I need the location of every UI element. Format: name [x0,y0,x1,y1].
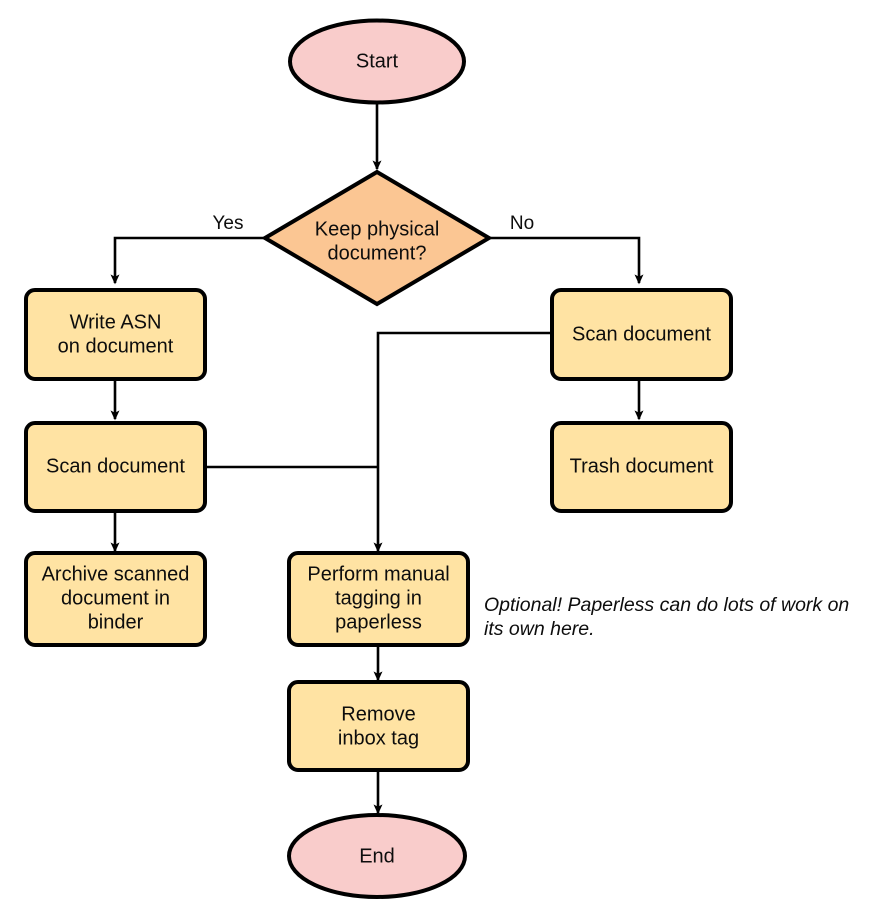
write-asn-label-line2: on document [58,335,174,357]
node-scan-document-right[interactable]: Scan document [550,288,733,381]
tagging-label-line3: paperless [335,611,422,633]
decision-label-line2: document? [328,242,427,264]
node-scan-document-left[interactable]: Scan document [24,421,207,513]
node-write-asn-on-document[interactable]: Write ASN on document [24,288,207,381]
write-asn-box-shape [24,288,207,381]
start-label: Start [356,50,399,72]
archive-label-line2: document in [61,587,170,609]
node-archive-scanned-document[interactable]: Archive scanned document in binder [24,551,207,647]
tagging-label-line1: Perform manual [307,563,449,585]
edge-decision-yes-to-write-asn [110,236,265,285]
note-line1: Optional! Paperless can do lots of work … [484,594,849,616]
note-line2: its own here. [484,618,595,640]
decision-label-line1: Keep physical [315,218,440,240]
edge-label-yes: Yes [213,213,244,234]
tagging-label-line2: tagging in [335,587,422,609]
node-remove-inbox-tag[interactable]: Remove inbox tag [287,680,470,772]
edge-decision-no-to-scan-right [490,236,644,285]
scan-document-left-box-shape [24,421,207,513]
edge-label-no: No [510,213,534,234]
trash-document-box-shape [550,421,733,513]
remove-inbox-box-shape [287,680,470,772]
archive-label-line3: binder [88,611,144,633]
end-label: End [359,845,395,867]
edge-scan-right-to-tagging [373,331,552,553]
edge-labels-layer: Yes No [213,213,535,234]
trash-document-label: Trash document [570,455,714,477]
scan-document-right-box-shape [550,288,733,381]
remove-inbox-label-line1: Remove [341,703,415,725]
node-perform-manual-tagging[interactable]: Perform manual tagging in paperless [287,551,470,647]
start-ellipse-shape [288,18,466,105]
remove-inbox-label-line2: inbox tag [338,727,419,749]
node-trash-document[interactable]: Trash document [550,421,733,513]
node-start[interactable]: Start [288,18,466,105]
write-asn-label-line1: Write ASN [70,311,162,333]
scan-document-left-label: Scan document [46,455,185,477]
tagging-box-shape [287,551,470,647]
node-decision-keep-physical-document[interactable]: Keep physical document? [261,169,493,307]
end-ellipse-shape [287,813,467,899]
scan-document-right-label: Scan document [572,323,711,345]
annotation-note: Optional! Paperless can do lots of work … [484,594,849,640]
archive-box-shape [24,551,207,647]
decision-diamond-shape [261,169,493,307]
node-end[interactable]: End [287,813,467,899]
edges-layer [110,103,644,815]
archive-label-line1: Archive scanned [42,563,190,585]
